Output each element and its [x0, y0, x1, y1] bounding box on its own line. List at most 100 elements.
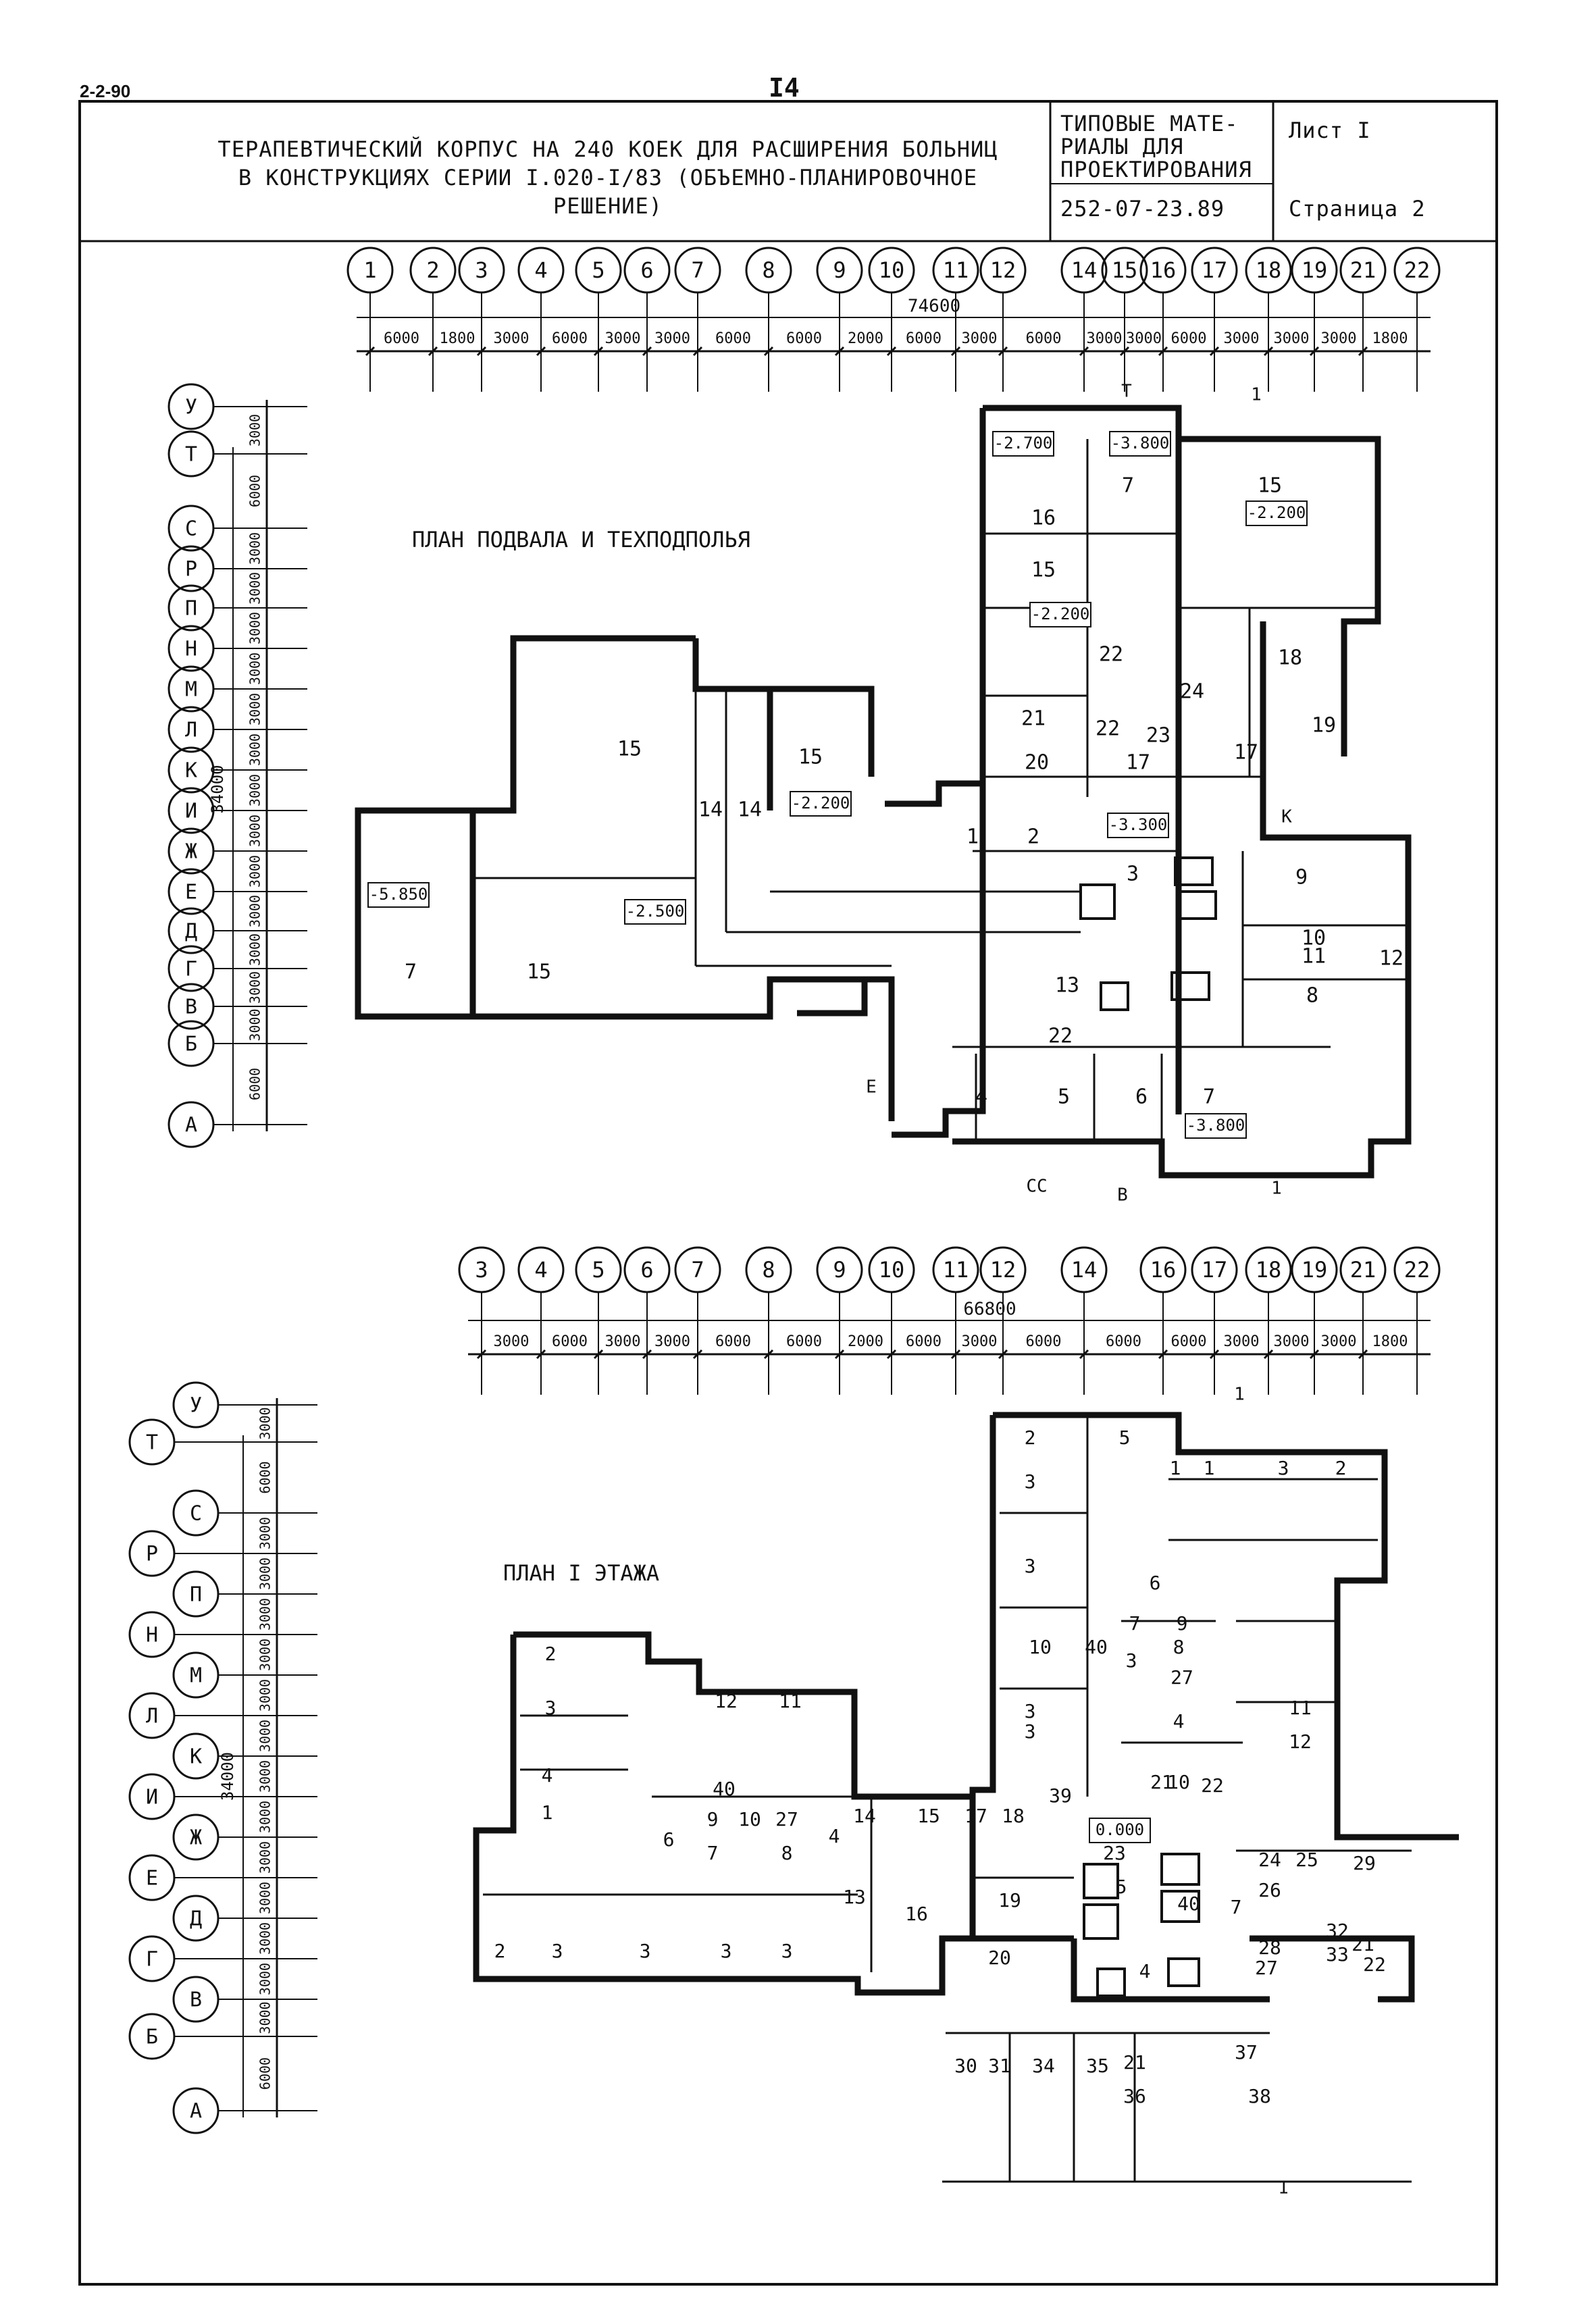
first-floor-room-number: 12 [715, 1690, 738, 1712]
basement-room-number: 22 [1099, 643, 1123, 667]
first-floor-row-span-dimension: 3000 [257, 1407, 274, 1439]
first-floor-room-number: 16 [905, 1903, 928, 1925]
basement-row-label: Р [185, 558, 197, 582]
basement-axis-label: 2 [426, 257, 439, 283]
first-floor-row-span-dimension: 3000 [257, 1841, 274, 1874]
basement-level-mark: -2.700 [994, 434, 1053, 453]
first-floor-room-number: 34 [1032, 2055, 1055, 2077]
basement-row-label: Д [185, 920, 197, 944]
first-floor-row-label: А [190, 2100, 202, 2124]
first-floor-span-dimension: 3000 [1224, 1333, 1260, 1350]
first-floor-room-number: 23 [1103, 1842, 1126, 1864]
basement-level-mark: -2.500 [626, 902, 685, 921]
first-floor-row-span-dimension: 3000 [257, 1882, 274, 1914]
first-floor-room-number: 1 [1204, 1457, 1215, 1479]
first-floor-room-number: 3 [1278, 1457, 1289, 1479]
first-floor-room-number: 38 [1248, 2085, 1271, 2107]
basement-span-dimension: 6000 [384, 330, 419, 347]
basement-axis-label: 9 [833, 257, 846, 283]
first-floor-room-number: 21 [1352, 1933, 1374, 1955]
first-floor-room-number: 5 [1116, 1876, 1127, 1898]
first-floor-room-number: 22 [1363, 1953, 1386, 1976]
basement-axis-label: 4 [534, 257, 547, 283]
basement-room-number: 22 [1048, 1025, 1073, 1048]
sheet-code: 2-2-90 [80, 81, 131, 101]
basement-row-span-dimension: 3000 [247, 933, 263, 966]
first-floor-row-label: П [190, 1583, 202, 1607]
first-floor-axis-label: 6 [640, 1257, 653, 1283]
first-floor-room-number: 2 [494, 1940, 506, 1962]
basement-row-span-dimension: 3000 [247, 572, 263, 605]
series-code: 252-07-23.89 [1060, 196, 1225, 222]
basement-span-dimension: 6000 [1026, 330, 1062, 347]
first-floor-row-span-dimension: 3000 [257, 1639, 274, 1671]
first-floor-span-dimension: 3000 [1274, 1333, 1310, 1350]
first-floor-room-number: 40 [713, 1778, 736, 1800]
first-floor-room-number: 26 [1258, 1879, 1281, 1901]
basement-room-number: 9 [1295, 866, 1308, 890]
first-floor-row-label: И [146, 1786, 158, 1809]
first-floor-axis-label: 5 [592, 1257, 604, 1283]
first-floor-room-number: 3 [1025, 1720, 1036, 1743]
basement-level-mark: -2.200 [1031, 605, 1090, 623]
basement-row-label: Л [185, 719, 197, 742]
basement-axis-label: 15 [1112, 257, 1138, 283]
series-line-2: РИАЛЫ ДЛЯ [1060, 134, 1184, 159]
first-floor-room-number: 3 [552, 1940, 563, 1962]
first-floor-row-label: Д [190, 1907, 202, 1931]
basement-level-mark: -3.300 [1109, 815, 1168, 834]
basement-section-marker: Е [866, 1077, 877, 1098]
basement-row-span-dimension: 3000 [247, 532, 263, 565]
basement-room-number: 14 [738, 798, 762, 822]
first-floor-room-number: 4 [1173, 1710, 1185, 1732]
sheet-label: Лист I [1289, 118, 1371, 143]
basement-room-number: 15 [617, 738, 642, 761]
first-floor-height-dimension: 34000 [218, 1752, 237, 1801]
first-floor-room-number: 20 [988, 1947, 1011, 1969]
first-floor-row-label: Л [146, 1705, 158, 1728]
first-floor-span-dimension: 1800 [1372, 1333, 1408, 1350]
first-floor-span-dimension: 3000 [494, 1333, 530, 1350]
basement-row-label: П [185, 597, 197, 621]
basement-room-number: 2 [1027, 825, 1039, 849]
first-floor-room-number: 1 [542, 1801, 553, 1824]
basement-total-dimension: 74600 [908, 297, 960, 317]
first-floor-room-number: 10 [1167, 1771, 1190, 1793]
first-floor-walls [473, 1412, 1459, 2003]
basement-axis-label: 21 [1350, 257, 1376, 283]
basement-row-span-dimension: 3000 [247, 652, 263, 685]
basement-room-number: 4 [975, 1085, 987, 1109]
first-floor-room-number: 3 [1025, 1555, 1036, 1577]
basement-room-number: 24 [1180, 680, 1204, 704]
first-floor-room-number: 5 [1119, 1426, 1131, 1449]
first-floor-axis-label: 3 [475, 1257, 488, 1283]
first-floor-room-number: 40 [1177, 1893, 1200, 1915]
basement-room-number: 16 [1031, 507, 1056, 530]
first-floor-room-number: 9 [1177, 1612, 1188, 1635]
basement-axis-label: 1 [363, 257, 376, 283]
sheet-title: ТЕРАПЕВТИЧЕСКИЙ КОРПУС НА 240 КОЕК ДЛЯ Р… [176, 135, 1040, 220]
first-floor-row-span-dimension: 6000 [257, 1461, 274, 1493]
basement-span-dimension: 3000 [1126, 330, 1162, 347]
first-floor-axis-label: 9 [833, 1257, 846, 1283]
first-floor-row-span-dimension: 3000 [257, 1760, 274, 1793]
basement-span-dimension: 1800 [1372, 330, 1408, 347]
basement-axis-label: 6 [640, 257, 653, 283]
basement-row-span-dimension: 3000 [247, 895, 263, 927]
first-floor-row-span-dimension: 3000 [257, 1517, 274, 1549]
first-floor-row-label: Н [146, 1624, 158, 1647]
basement-room-number: 14 [698, 798, 723, 822]
basement-level-mark: -2.200 [792, 794, 850, 813]
first-floor-room-number: 9 [707, 1808, 719, 1830]
first-floor-room-number: 32 [1326, 1920, 1349, 1942]
first-floor-room-number: 17 [964, 1805, 987, 1827]
basement-room-number: 23 [1146, 724, 1170, 748]
basement-plan-title: ПЛАН ПОДВАЛА И ТЕХПОДПОЛЬЯ [412, 527, 750, 552]
first-floor-room-number: 2 [545, 1643, 557, 1665]
basement-axis-label: 14 [1071, 257, 1098, 283]
first-floor-plan-title: ПЛАН I ЭТАЖА [503, 1560, 660, 1586]
basement-room-number: 6 [1135, 1085, 1148, 1109]
first-floor-row-span-dimension: 6000 [257, 2057, 274, 2090]
basement-room-number: 8 [1306, 984, 1318, 1008]
first-floor-room-number: 3 [545, 1697, 557, 1719]
